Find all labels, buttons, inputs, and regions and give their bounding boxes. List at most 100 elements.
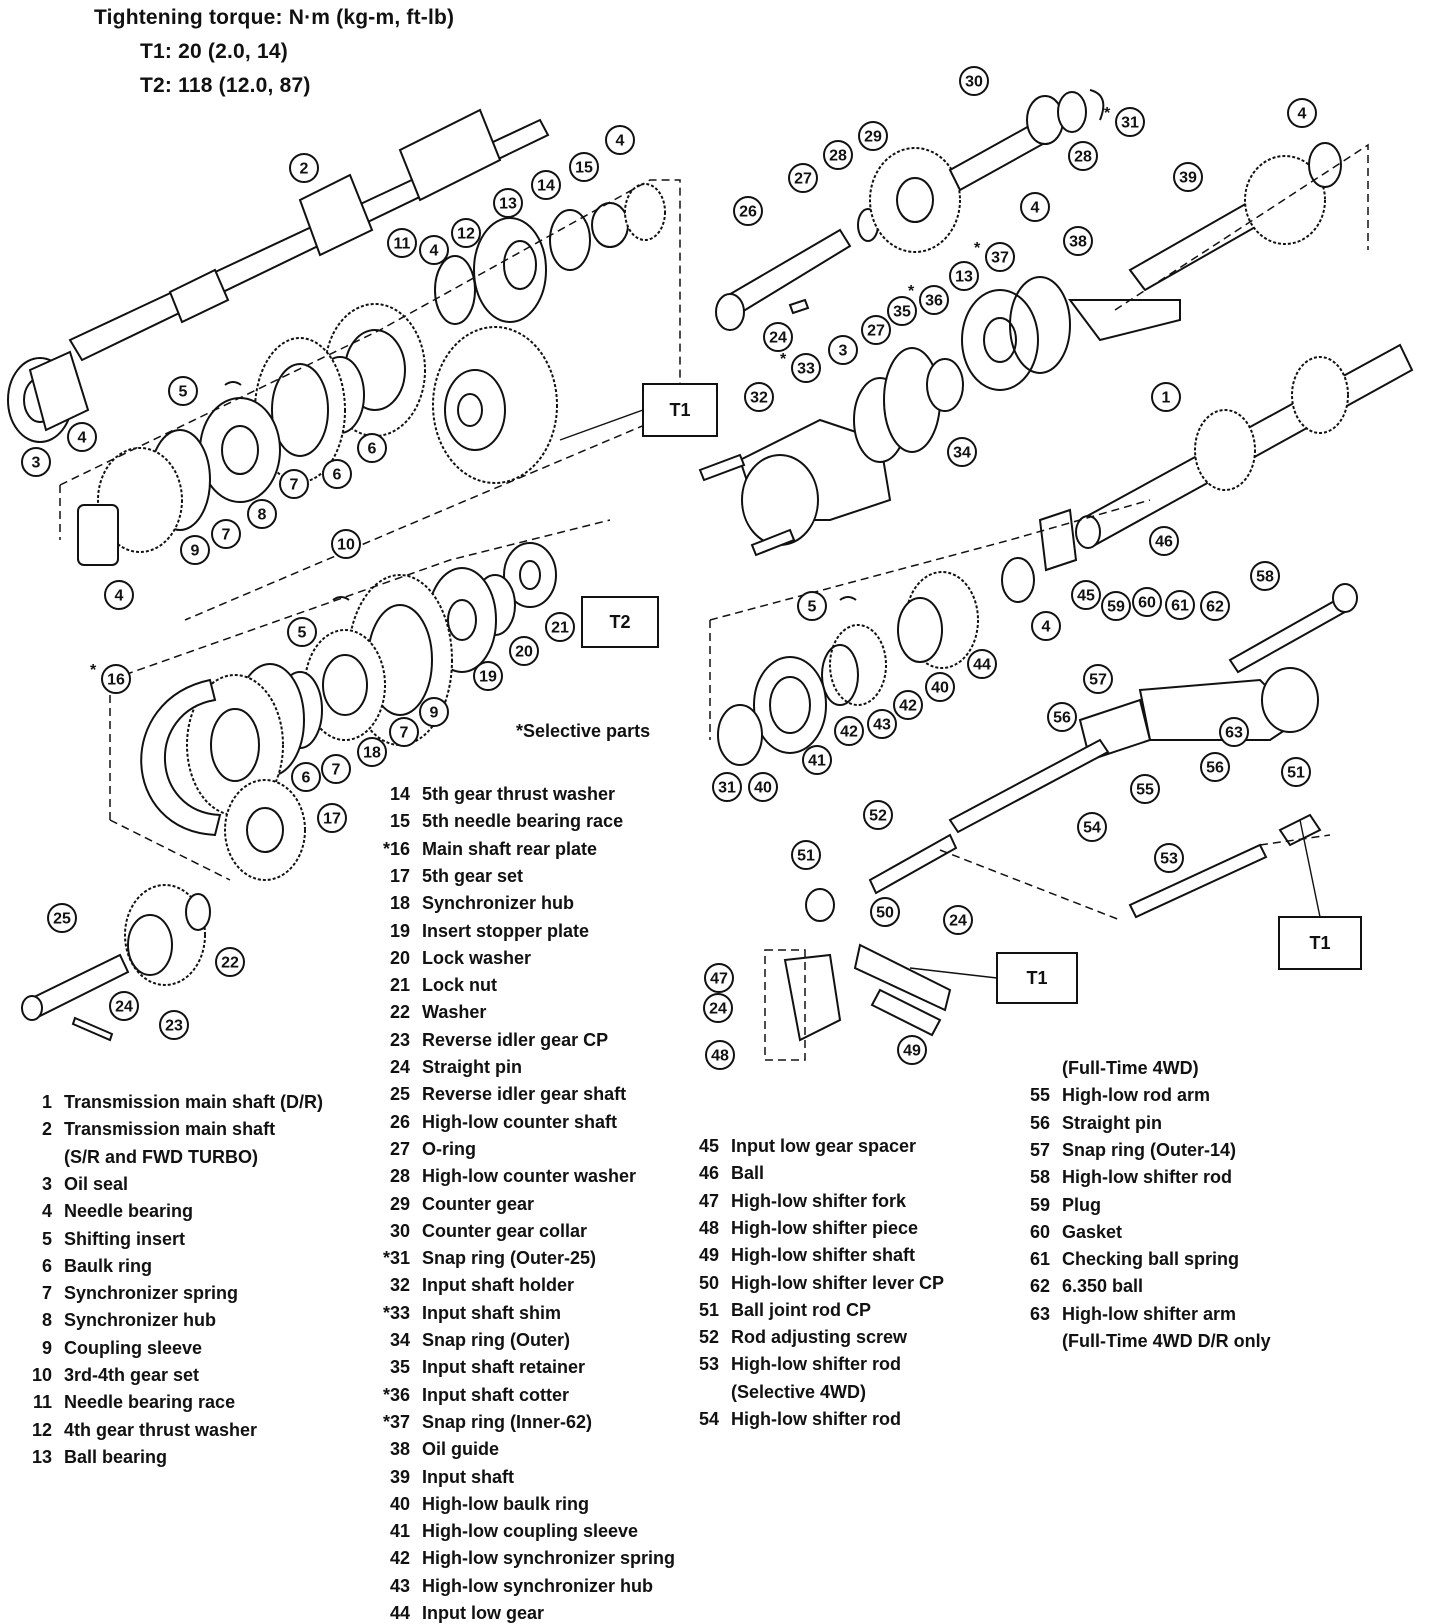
- callout-number: 50: [876, 905, 894, 922]
- torque-box-t1-c: [1278, 916, 1362, 970]
- callout-number: 42: [899, 698, 917, 715]
- callout-number: 4: [78, 430, 87, 447]
- callout-number: 31: [1121, 115, 1139, 132]
- callout-number: 14: [537, 178, 555, 195]
- part-name: Input shaft holder: [422, 1275, 574, 1296]
- part-name: Lock nut: [422, 975, 497, 996]
- part-number: 25: [389, 1084, 410, 1105]
- part-name: Checking ball spring: [1062, 1249, 1240, 1270]
- callout-5: 5: [287, 617, 317, 647]
- callout-number: 46: [1155, 534, 1173, 551]
- part-name: Counter gear: [422, 1193, 535, 1214]
- callout-42: 42: [893, 690, 923, 720]
- callout-circle: [1173, 162, 1203, 192]
- part-number: 47: [698, 1190, 719, 1211]
- callout-number: 44: [973, 657, 991, 674]
- callout-circle: [419, 697, 449, 727]
- callout-41: 41: [802, 745, 832, 775]
- callout-24: 24: [763, 322, 793, 352]
- callout-number: 6: [333, 467, 342, 484]
- part-name: High-low synchronizer spring: [422, 1548, 676, 1569]
- part-name: 5th gear set: [422, 865, 524, 886]
- part-number: 13: [31, 1446, 52, 1467]
- callout-6: 6: [322, 459, 352, 489]
- part-name: Input low gear: [422, 1603, 545, 1623]
- part-number: 8: [41, 1310, 52, 1331]
- part-number: 60: [1029, 1221, 1050, 1242]
- callout-10: 10: [331, 529, 361, 559]
- callout-circle: [1149, 526, 1179, 556]
- part-number: 20: [389, 947, 410, 968]
- callout-28: 28: [823, 140, 853, 170]
- callout-18: 18: [357, 737, 387, 767]
- torque-box-t1-b: [996, 952, 1078, 1004]
- part-name: Synchronizer spring: [64, 1283, 239, 1304]
- callout-circle: [1151, 382, 1181, 412]
- callout-27: 27: [788, 163, 818, 193]
- callout-number: 4: [1298, 106, 1307, 123]
- callout-number: 1: [1162, 390, 1171, 407]
- callout-number: 17: [323, 811, 341, 828]
- callout-13: 13: [949, 261, 979, 291]
- callout-62: 62: [1200, 591, 1230, 621]
- callout-number: 9: [191, 543, 200, 560]
- callout-51: 51: [1281, 757, 1311, 787]
- shifter-fork-drawing: [764, 943, 952, 1061]
- part-name: High-low counter shaft: [422, 1111, 617, 1132]
- part-name: Lock washer: [422, 947, 532, 968]
- callout-54: 54: [1077, 812, 1107, 842]
- callout-2: 2: [289, 153, 319, 183]
- callout-number: 6: [368, 441, 377, 458]
- callout-circle: [1063, 226, 1093, 256]
- callout-number: 11: [394, 236, 411, 253]
- callout-23: 23: [159, 1010, 189, 1040]
- part-number: 40: [389, 1493, 410, 1514]
- part-name: 6.350 ball: [1062, 1276, 1144, 1297]
- callout-number: 48: [711, 1048, 729, 1065]
- callout-circle: [861, 315, 891, 345]
- callout-4: 4: [104, 580, 134, 610]
- parts-list-item: [1016, 1413, 1062, 1434]
- callout-39: 39: [1173, 162, 1203, 192]
- part-name: Transmission main shaft (D/R): [64, 1092, 324, 1112]
- parts-list-item: (Selective 4WD): [685, 1382, 866, 1403]
- part-number: 62: [1029, 1276, 1050, 1297]
- part-name: Shifting insert: [64, 1228, 185, 1249]
- callout-63: 63: [1219, 717, 1249, 747]
- callout-5: 5: [797, 591, 827, 621]
- parts-list-item: [1016, 1386, 1062, 1407]
- callout-circle: [168, 376, 198, 406]
- callout-layer: 2415141312411534678796104212019597187616…: [21, 66, 1317, 1070]
- callout-number: 28: [829, 148, 847, 165]
- callout-number: 43: [873, 717, 891, 734]
- counter-shaft-drawing: [715, 89, 1105, 331]
- part-number: 50: [698, 1272, 719, 1293]
- callout-number: 4: [430, 243, 439, 260]
- callout-number: 41: [808, 753, 826, 770]
- part-number: 29: [389, 1193, 410, 1214]
- callout-56: 56: [1047, 702, 1077, 732]
- callout-number: 3: [32, 455, 41, 472]
- callout-number: 3: [839, 343, 848, 360]
- part-number: 35: [389, 1357, 410, 1378]
- callout-number: 24: [949, 913, 967, 930]
- callout-6: 6: [291, 762, 321, 792]
- part-number: 28: [389, 1166, 410, 1187]
- callout-circle: [763, 322, 793, 352]
- part-name: Transmission main shaft: [64, 1119, 276, 1140]
